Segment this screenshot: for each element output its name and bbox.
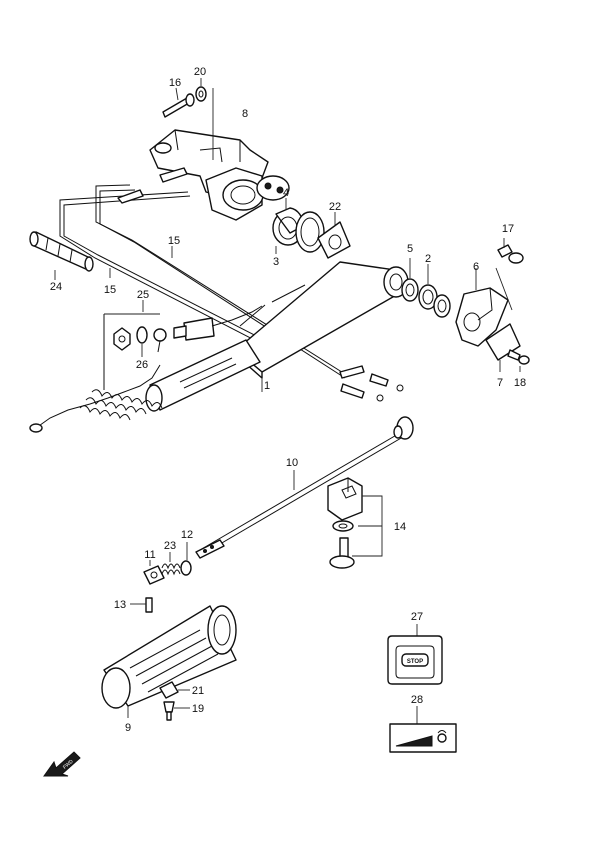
callout-24: 24 bbox=[50, 281, 62, 293]
callout-20: 20 bbox=[194, 66, 206, 78]
pin-part-13 bbox=[130, 597, 153, 613]
rubber-grip-part-24 bbox=[29, 231, 94, 280]
washer-part-2b bbox=[433, 294, 451, 318]
callout-1: 1 bbox=[264, 380, 270, 392]
screw-part-17 bbox=[497, 238, 524, 264]
screw-part-21 bbox=[159, 681, 190, 699]
handle-grip-part-9 bbox=[101, 605, 237, 718]
forward-arrow-icon: FWD bbox=[43, 751, 81, 777]
callout-3: 3 bbox=[273, 256, 279, 268]
callout-10: 10 bbox=[286, 457, 298, 469]
callout-12: 12 bbox=[181, 529, 193, 541]
throttle-cables-part-15 bbox=[59, 167, 404, 402]
callout-21: 21 bbox=[192, 685, 204, 697]
callout-14: 14 bbox=[394, 521, 406, 533]
bolt-part-16 bbox=[162, 87, 195, 118]
callout-15-upper: 15 bbox=[168, 235, 180, 247]
tiller-bracket-part-8 bbox=[149, 129, 290, 221]
washer-part-12 bbox=[180, 542, 192, 576]
tiller-arm-part-1 bbox=[145, 261, 409, 412]
plate-part-22 bbox=[317, 212, 351, 259]
screw-part-19 bbox=[163, 701, 190, 721]
stop-switch-lanyard-part-25 bbox=[29, 300, 263, 433]
callout-15-lower: 15 bbox=[104, 284, 116, 296]
callout-7: 7 bbox=[497, 377, 503, 389]
callout-13: 13 bbox=[114, 599, 126, 611]
callout-9: 9 bbox=[125, 722, 131, 734]
callout-26: 26 bbox=[136, 359, 148, 371]
callout-6: 6 bbox=[473, 261, 479, 273]
throttle-decal-icon bbox=[389, 706, 457, 753]
callout-18: 18 bbox=[514, 377, 526, 389]
callout-22: 22 bbox=[329, 201, 341, 213]
friction-plate-part-6 bbox=[455, 267, 513, 347]
washer-part-4 bbox=[285, 198, 325, 253]
callout-2: 2 bbox=[425, 253, 431, 265]
bushing-part-2 bbox=[418, 264, 438, 310]
washer-part-20 bbox=[195, 78, 214, 160]
callout-25: 25 bbox=[137, 289, 149, 301]
nut-part-11 bbox=[143, 560, 165, 585]
stop-decal-icon: STOP bbox=[387, 624, 443, 685]
callout-11: 11 bbox=[144, 549, 155, 561]
screw-part-18 bbox=[507, 349, 530, 372]
callout-28: 28 bbox=[411, 694, 423, 706]
stop-decal-text: STOP bbox=[407, 659, 423, 665]
callout-16: 16 bbox=[169, 77, 181, 89]
washer-part-5 bbox=[401, 258, 419, 302]
callout-17: 17 bbox=[502, 223, 514, 235]
callout-23: 23 bbox=[164, 540, 176, 552]
callout-4: 4 bbox=[283, 187, 289, 199]
callout-8: 8 bbox=[242, 108, 248, 120]
callout-19: 19 bbox=[192, 703, 204, 715]
throttle-stop-part-14 bbox=[327, 477, 383, 569]
callout-5: 5 bbox=[407, 243, 413, 255]
callout-27: 27 bbox=[411, 611, 423, 623]
spring-part-23 bbox=[161, 552, 181, 576]
throttle-shaft-part-10 bbox=[195, 416, 414, 559]
